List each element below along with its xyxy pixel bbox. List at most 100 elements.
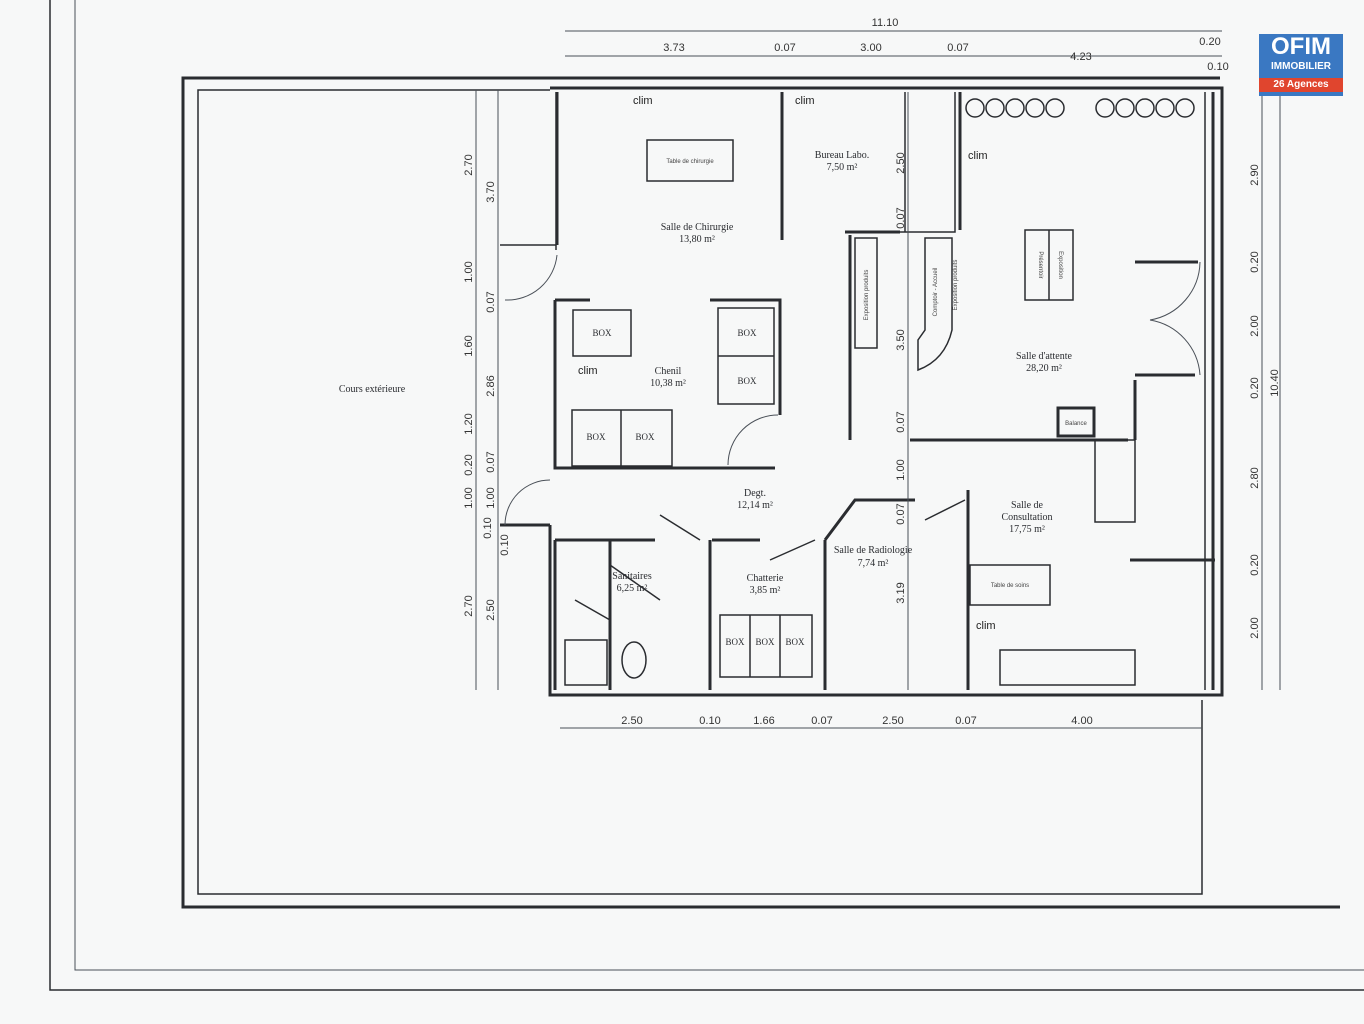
clim-icon: clim xyxy=(633,95,653,107)
dimension-label: 0.10 xyxy=(699,715,720,727)
dimension-label: 1.00 xyxy=(895,459,907,480)
dimension-label: 0.20 xyxy=(1249,554,1261,575)
room-area: 13,80 m² xyxy=(679,234,715,245)
dimension-label: 1.66 xyxy=(753,715,774,727)
dimension-label: 0.20 xyxy=(1249,251,1261,272)
dimension-label: 2.50 xyxy=(895,152,907,173)
dimension-label: 3.50 xyxy=(895,329,907,350)
box-label: BOX xyxy=(737,328,757,338)
clim-icon: clim xyxy=(578,365,598,377)
dimension-label: 1.00 xyxy=(463,487,475,508)
room-area: 7,50 m² xyxy=(827,162,858,173)
room-name: Chenil xyxy=(655,366,682,377)
lot-boundary xyxy=(181,76,1340,909)
outdoor-label: Cours extérieure xyxy=(339,384,406,395)
room-name: Salle d'attente xyxy=(1016,351,1073,362)
dimension-label: 0.07 xyxy=(895,503,907,524)
display-label: Exposition produits xyxy=(953,260,959,311)
dimension-label: 2.00 xyxy=(1249,617,1261,638)
dimension-label: 4.23 xyxy=(1070,51,1091,63)
room-area: 12,14 m² xyxy=(737,500,773,511)
dimension-label: 1.60 xyxy=(463,335,475,356)
display-label: Présentoir xyxy=(1037,251,1043,278)
dimension-label: 0.07 xyxy=(947,42,968,54)
room-name: Salle de Chirurgie xyxy=(661,222,734,233)
room-area: 17,75 m² xyxy=(1009,524,1045,535)
dimension-label: 0.07 xyxy=(811,715,832,727)
dimension-label: 3.00 xyxy=(860,42,881,54)
dimension-label: 10.40 xyxy=(1269,369,1281,397)
logo-brand: OFIM xyxy=(1271,33,1331,60)
dimension-label: 2.50 xyxy=(621,715,642,727)
box-label: BOX xyxy=(755,637,775,647)
box-label: BOX xyxy=(586,432,606,442)
clim-icon: clim xyxy=(795,95,815,107)
room-name: Sanitaires xyxy=(612,571,652,582)
dimension-label: 0.07 xyxy=(955,715,976,727)
building-walls xyxy=(500,86,1224,697)
dimension-label: 0.07 xyxy=(485,291,497,312)
clim-icon: clim xyxy=(976,620,996,632)
dimension-label: 4.00 xyxy=(1071,715,1092,727)
dimension-label: 0.07 xyxy=(895,207,907,228)
dimension-label: 3.73 xyxy=(663,42,684,54)
dimension-label: 0.10 xyxy=(1207,61,1228,73)
room-name: Salle de Radiologie xyxy=(834,545,913,556)
clim-markers: clim clim clim clim clim xyxy=(578,95,996,632)
furniture-labels: Table de chirurgie Exposition produits C… xyxy=(586,159,1087,647)
scale-label: Balance xyxy=(1065,421,1087,427)
logo-agencies: 26 Agences xyxy=(1259,78,1343,92)
room-labels: Cours extérieure Salle de Chirurgie 13,8… xyxy=(339,150,1073,596)
dimension-lines xyxy=(475,30,1281,729)
logo-subtitle: IMMOBILIER xyxy=(1271,61,1331,72)
box-label: BOX xyxy=(737,376,757,386)
window-grilles xyxy=(965,98,1195,118)
dimension-label: 0.07 xyxy=(485,451,497,472)
paper-frame xyxy=(49,0,1364,991)
dimension-label: 1.20 xyxy=(463,413,475,434)
room-name: Chatterie xyxy=(747,573,784,584)
room-name: Bureau Labo. xyxy=(815,150,869,161)
room-area: 3,85 m² xyxy=(750,585,781,596)
room-name: Degt. xyxy=(744,488,766,499)
display-label: Exposition produits xyxy=(864,270,870,321)
dimension-label: 0.10 xyxy=(482,517,494,538)
room-name: Salle de xyxy=(1011,500,1043,511)
dimension-label: 3.70 xyxy=(485,181,497,202)
room-area: 6,25 m² xyxy=(617,583,648,594)
box-label: BOX xyxy=(592,328,612,338)
dimension-label: 2.80 xyxy=(1249,467,1261,488)
ofim-logo: OFIM IMMOBILIER 26 Agences xyxy=(1259,34,1343,96)
dimension-label: 0.10 xyxy=(499,534,511,555)
box-label: BOX xyxy=(725,637,745,647)
table-label: Table de chirurgie xyxy=(666,159,714,165)
dimension-label: 3.19 xyxy=(895,582,907,603)
table-label: Table de soins xyxy=(991,583,1029,589)
room-name: Consultation xyxy=(1001,512,1052,523)
dimension-label: 2.50 xyxy=(485,599,497,620)
dimension-label: 0.20 xyxy=(1249,377,1261,398)
dimension-label: 11.10 xyxy=(872,17,899,29)
dimension-label: 2.86 xyxy=(485,375,497,396)
room-area: 10,38 m² xyxy=(650,378,686,389)
dimension-label: 1.00 xyxy=(485,487,497,508)
clim-icon: clim xyxy=(968,150,988,162)
dimension-label: 0.20 xyxy=(1199,36,1220,48)
dimension-label: 1.00 xyxy=(463,261,475,282)
dimension-label: 0.07 xyxy=(895,411,907,432)
dimension-label: 0.07 xyxy=(774,42,795,54)
box-label: BOX xyxy=(635,432,655,442)
dimension-label: 2.50 xyxy=(882,715,903,727)
dimension-label: 0.20 xyxy=(463,454,475,475)
display-label: Exposition xyxy=(1057,251,1063,279)
furniture xyxy=(564,98,1195,686)
counter-label: Comptoir - Accueil xyxy=(933,268,939,317)
room-area: 7,74 m² xyxy=(858,558,889,569)
dimension-label: 2.70 xyxy=(463,154,475,175)
room-area: 28,20 m² xyxy=(1026,363,1062,374)
dimension-label: 2.00 xyxy=(1249,315,1261,336)
dimension-label: 2.70 xyxy=(463,595,475,616)
dimension-labels: 11.10 3.73 0.07 3.00 0.07 4.23 0.20 0.10… xyxy=(463,17,1281,727)
box-label: BOX xyxy=(785,637,805,647)
